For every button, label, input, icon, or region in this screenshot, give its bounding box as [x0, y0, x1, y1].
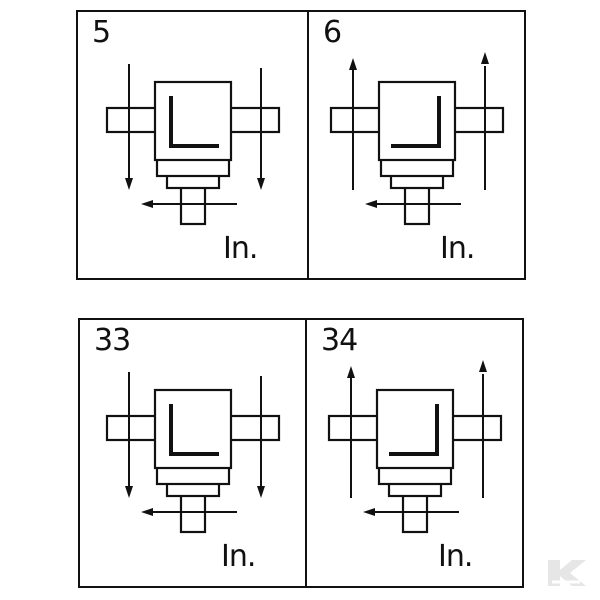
panel-divider — [307, 12, 309, 278]
gearbox-body — [377, 80, 457, 162]
input-label: In. — [440, 231, 475, 266]
rotation-corner-mark — [389, 404, 439, 456]
input-label: In. — [221, 539, 256, 574]
gearbox-diagram — [105, 372, 281, 534]
rotation-corner-mark — [169, 96, 219, 148]
gearbox-diagram — [329, 52, 505, 226]
gearbox-body — [153, 388, 233, 470]
gearbox-body — [375, 388, 455, 470]
rotation-corner-mark — [391, 96, 441, 148]
brand-k-logo-icon — [548, 560, 586, 586]
diagram-number: 5 — [92, 15, 111, 50]
input-label: In. — [223, 231, 258, 266]
diagram-number: 6 — [323, 15, 342, 50]
diagram-number: 34 — [321, 323, 358, 358]
diagram-number: 33 — [94, 323, 131, 358]
rotation-corner-mark — [169, 404, 219, 456]
gearbox-body — [153, 80, 233, 162]
panel-divider — [305, 320, 307, 586]
gearbox-diagram — [327, 360, 503, 534]
gearbox-diagram — [105, 64, 281, 226]
input-label: In. — [438, 539, 473, 574]
